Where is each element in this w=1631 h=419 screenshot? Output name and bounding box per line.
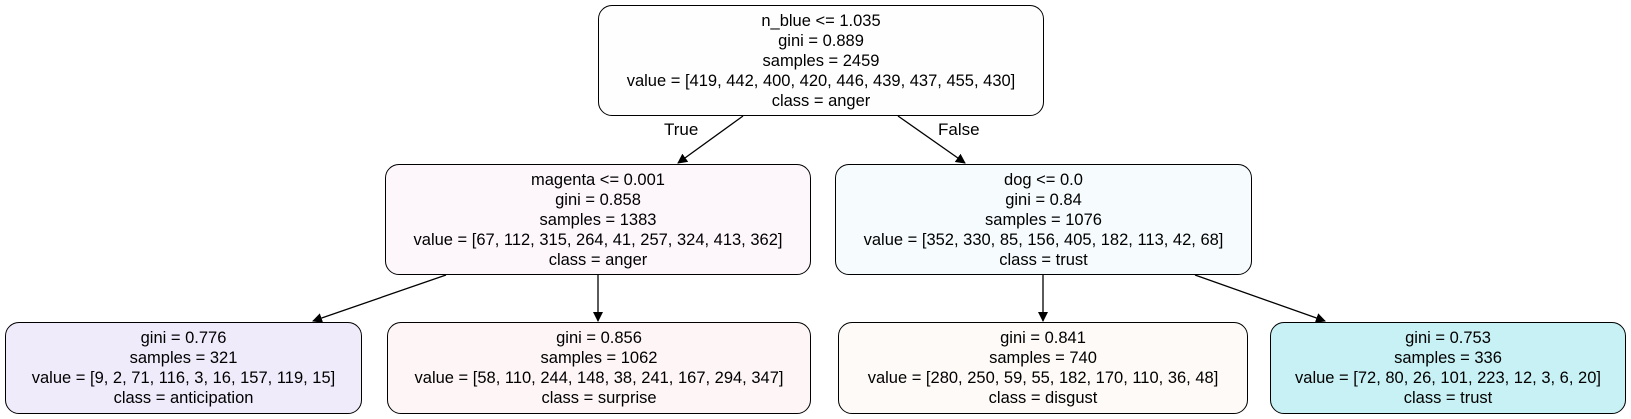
node-text-line: value = [280, 250, 59, 55, 182, 170, 110… bbox=[867, 369, 1219, 387]
node-text-line: samples = 321 bbox=[129, 349, 238, 367]
node-text-line: dog <= 0.0 bbox=[1004, 170, 1083, 189]
edge-root-left bbox=[677, 115, 744, 164]
node-text-line: gini = 0.753 bbox=[1405, 329, 1491, 347]
node-text-line: samples = 1062 bbox=[540, 349, 658, 367]
node-text-line: gini = 0.858 bbox=[555, 190, 641, 209]
node-text-line: class = surprise bbox=[541, 389, 657, 407]
node-text-line: class = anger bbox=[548, 250, 648, 269]
node-text-line: samples = 2459 bbox=[762, 51, 880, 70]
node-text-line: value = [419, 442, 400, 420, 446, 439, 4… bbox=[626, 71, 1016, 90]
node-text-line: gini = 0.856 bbox=[556, 329, 642, 347]
node-text-line: class = anger bbox=[771, 91, 871, 110]
node-text-line: class = trust bbox=[1403, 389, 1493, 407]
edge-right-rr bbox=[1194, 274, 1326, 323]
node-text-line: gini = 0.841 bbox=[1000, 329, 1086, 347]
node-text-line: gini = 0.889 bbox=[778, 31, 864, 50]
edge-root-right bbox=[897, 115, 966, 164]
node-text-line: value = [58, 110, 244, 148, 38, 241, 167… bbox=[414, 369, 784, 387]
node-text-line: samples = 336 bbox=[1394, 349, 1502, 367]
node-text-line: samples = 740 bbox=[989, 349, 1097, 367]
tree-leaf-anticipation: gini = 0.776 samples = 321 value = [9, 2, … bbox=[5, 322, 362, 414]
node-text-line: class = trust bbox=[999, 250, 1088, 269]
node-text-line: gini = 0.84 bbox=[1005, 190, 1082, 209]
node-text-line: n_blue <= 1.035 bbox=[761, 11, 881, 30]
node-text-line: value = [9, 2, 71, 116, 3, 16, 157, 119,… bbox=[31, 369, 336, 387]
node-text-line: samples = 1383 bbox=[539, 210, 657, 229]
node-text-line: value = [67, 112, 315, 264, 41, 257, 324… bbox=[413, 230, 783, 249]
node-text-line: gini = 0.776 bbox=[140, 329, 227, 347]
node-text-line: class = anticipation bbox=[113, 389, 254, 407]
tree-leaf-disgust: gini = 0.841 samples = 740 value = [280, 2… bbox=[838, 322, 1248, 414]
edge-left-ll bbox=[312, 274, 447, 323]
node-text-line: samples = 1076 bbox=[985, 210, 1102, 229]
edge-label-false: False bbox=[938, 120, 980, 139]
node-text-line: class = disgust bbox=[988, 389, 1098, 407]
tree-leaf-trust: gini = 0.753 samples = 336 value = [72, 80… bbox=[1270, 322, 1626, 414]
tree-leaf-surprise: gini = 0.856 samples = 1062 value = [58, 1… bbox=[387, 322, 811, 414]
node-text-line: value = [352, 330, 85, 156, 405, 182, 11… bbox=[863, 230, 1224, 249]
node-text-line: magenta <= 0.001 bbox=[531, 170, 665, 189]
edge-label-true: True bbox=[664, 120, 699, 139]
node-text-line: value = [72, 80, 26, 101, 223, 12, 3, 6,… bbox=[1295, 369, 1601, 387]
